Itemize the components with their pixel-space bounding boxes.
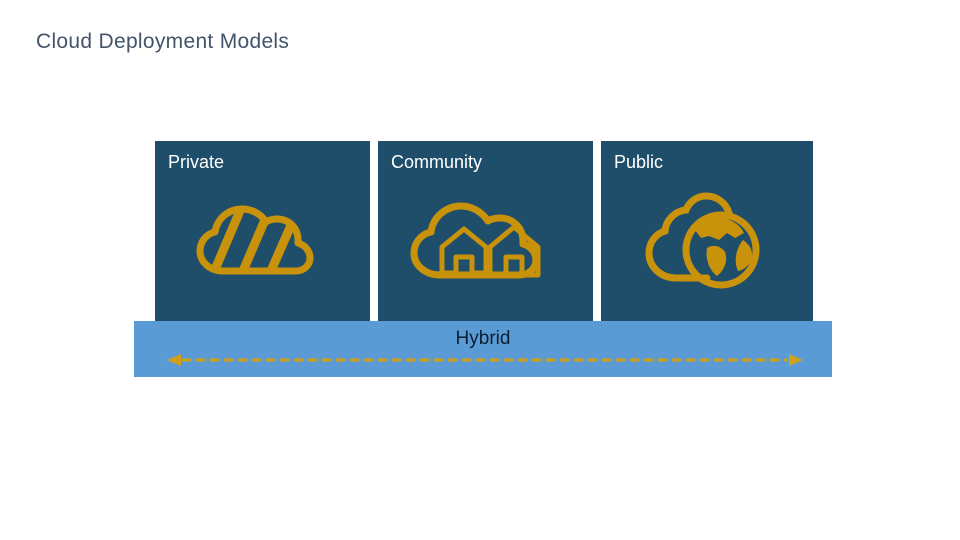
- private-model-box: Private: [155, 141, 370, 321]
- community-model-box: Community: [378, 141, 593, 321]
- private-label: Private: [168, 152, 225, 172]
- double-headed-dashed-arrow-icon: [167, 354, 803, 366]
- public-globe-cloud-icon: [645, 192, 760, 289]
- hybrid-label: Hybrid: [455, 328, 511, 349]
- hybrid-bar: Hybrid: [134, 321, 832, 377]
- community-label: Community: [391, 152, 483, 172]
- private-striped-cloud-icon: [196, 205, 314, 275]
- page-title: Cloud Deployment Models: [36, 30, 290, 53]
- community-houses-cloud-icon: [410, 202, 541, 279]
- public-label: Public: [614, 152, 664, 172]
- public-model-box: Public: [601, 141, 813, 321]
